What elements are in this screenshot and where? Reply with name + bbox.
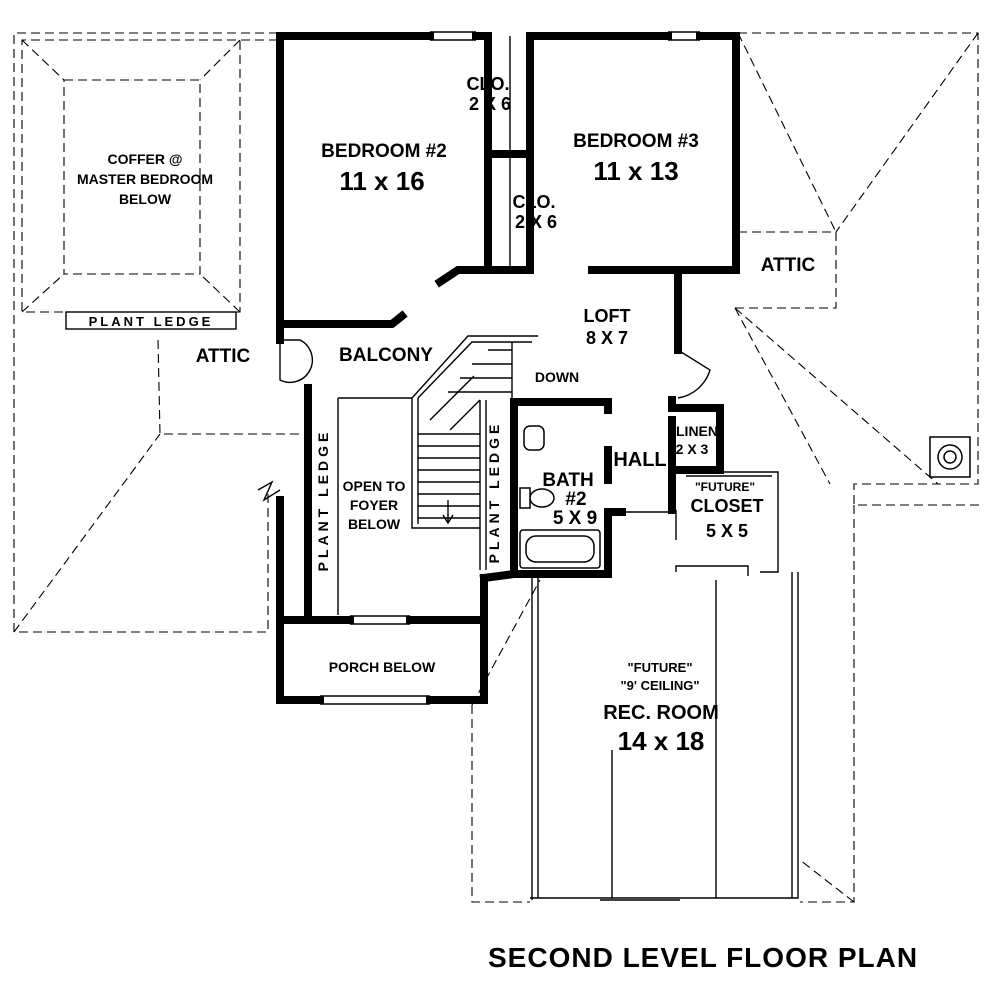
- rec-room-name: REC. ROOM: [603, 702, 719, 724]
- rec-room-note: "9' CEILING": [621, 678, 700, 693]
- plant-ledge-band: [65, 311, 237, 330]
- open-to-foyer-label: BELOW: [348, 516, 401, 532]
- closet-lower-name: CLO.: [513, 192, 556, 212]
- plant-ledge-stair-label: PLANT LEDGE: [486, 421, 502, 564]
- wall-break-symbol: [257, 480, 281, 502]
- closet-upper-name: CLO.: [467, 74, 510, 94]
- attic-left-label: ATTIC: [196, 346, 251, 367]
- linen-name: LINEN: [676, 423, 718, 439]
- coffer-label: BELOW: [119, 191, 172, 207]
- open-to-foyer-label: OPEN TO: [343, 478, 406, 494]
- labels: COFFER @ MASTER BEDROOM BELOW PLANT LEDG…: [77, 74, 816, 756]
- plan-title: SECOND LEVEL FLOOR PLAN: [488, 942, 919, 973]
- coffer-label: COFFER @: [107, 151, 182, 167]
- staircase: [337, 335, 538, 615]
- doors: [279, 339, 711, 540]
- vanity-sink-icon: [523, 425, 545, 451]
- rec-room-size: 14 x 18: [618, 726, 705, 756]
- future-closet-note: "FUTURE": [695, 480, 755, 494]
- future-closet-name: CLOSET: [690, 496, 763, 516]
- linen-size: 2 X 3: [676, 441, 709, 457]
- open-to-foyer-label: FOYER: [350, 497, 398, 513]
- loft-size: 8 X 7: [586, 328, 628, 348]
- porch-below-label: PORCH BELOW: [329, 659, 436, 675]
- toilet-icon: [529, 488, 555, 508]
- vent-icon: [929, 436, 971, 478]
- bedroom-3-size: 11 x 13: [593, 156, 678, 186]
- balcony-label: BALCONY: [339, 345, 433, 366]
- bedroom-2-name: BEDROOM #2: [321, 141, 447, 162]
- bedroom-2-size: 11 x 16: [339, 166, 424, 196]
- plant-ledge-label: PLANT LEDGE: [89, 314, 214, 329]
- closet-lower-size: 2 X 6: [515, 212, 557, 232]
- future-walls: [530, 471, 799, 901]
- future-closet-size: 5 X 5: [706, 521, 748, 541]
- coffer-label: MASTER BEDROOM: [77, 171, 213, 187]
- walls: [276, 32, 740, 704]
- hall-label: HALL: [613, 449, 666, 471]
- stair-down-label: DOWN: [535, 369, 579, 385]
- rec-room-note: "FUTURE": [627, 660, 692, 675]
- plant-ledge-left-label: PLANT LEDGE: [315, 429, 331, 572]
- attic-right-label: ATTIC: [761, 255, 816, 276]
- bath-2-number: #2: [565, 489, 586, 510]
- windows: [320, 31, 700, 705]
- roof-outline: [13, 32, 980, 903]
- bath-2-name: BATH: [542, 470, 593, 491]
- bath-2-size: 5 X 9: [553, 508, 597, 529]
- bath-fixtures: [519, 425, 601, 569]
- bedroom-3-name: BEDROOM #3: [573, 131, 699, 152]
- loft-name: LOFT: [584, 306, 631, 326]
- closet-upper-size: 2 X 6: [469, 94, 511, 114]
